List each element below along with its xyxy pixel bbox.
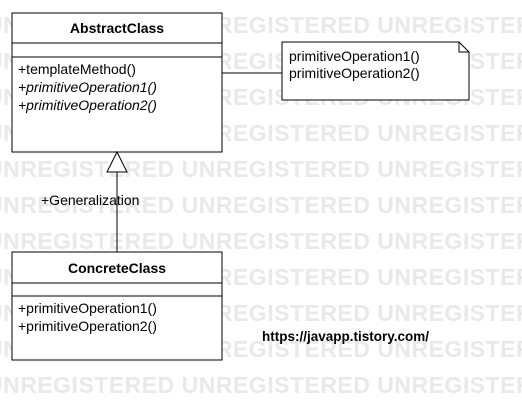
generalization-arrowhead bbox=[106, 150, 128, 173]
abstract-class-name: AbstractClass bbox=[70, 20, 164, 36]
note-folded-corner bbox=[458, 42, 469, 53]
watermark-row: UNREGISTERED UNREGISTERED UNREGISTERED U… bbox=[0, 372, 522, 398]
note-line: primitiveOperation2() bbox=[289, 65, 420, 81]
abstract-class-operation: +templateMethod() bbox=[18, 61, 136, 77]
abstract-class-operation: +primitiveOperation1() bbox=[18, 79, 157, 95]
source-url: https://javapp.tistory.com/ bbox=[262, 329, 429, 344]
note-line: primitiveOperation1() bbox=[289, 48, 420, 64]
watermark-row: UNREGISTERED UNREGISTERED UNREGISTERED U… bbox=[0, 228, 522, 254]
generalization-arrow[interactable] bbox=[106, 150, 128, 252]
generalization-label: +Generalization bbox=[41, 192, 139, 208]
abstract-class-box bbox=[11, 12, 223, 153]
concrete-class-operation: +primitiveOperation2() bbox=[18, 318, 157, 334]
watermark-row: UNREGISTERED UNREGISTERED UNREGISTERED U… bbox=[0, 156, 522, 182]
abstract-class[interactable]: AbstractClass +templateMethod() +primiti… bbox=[11, 12, 223, 153]
note-shape bbox=[281, 41, 470, 101]
abstract-class-operation: +primitiveOperation2() bbox=[18, 97, 157, 113]
concrete-class[interactable]: ConcreteClass +primitiveOperation1() +pr… bbox=[11, 251, 223, 361]
concrete-class-operation: +primitiveOperation1() bbox=[18, 300, 157, 316]
watermark-row: UNREGISTERED UNREGISTERED UNREGISTERED U… bbox=[0, 192, 522, 218]
concrete-class-name: ConcreteClass bbox=[68, 260, 166, 276]
note[interactable]: primitiveOperation1() primitiveOperation… bbox=[281, 41, 470, 101]
concrete-class-box bbox=[11, 251, 223, 361]
